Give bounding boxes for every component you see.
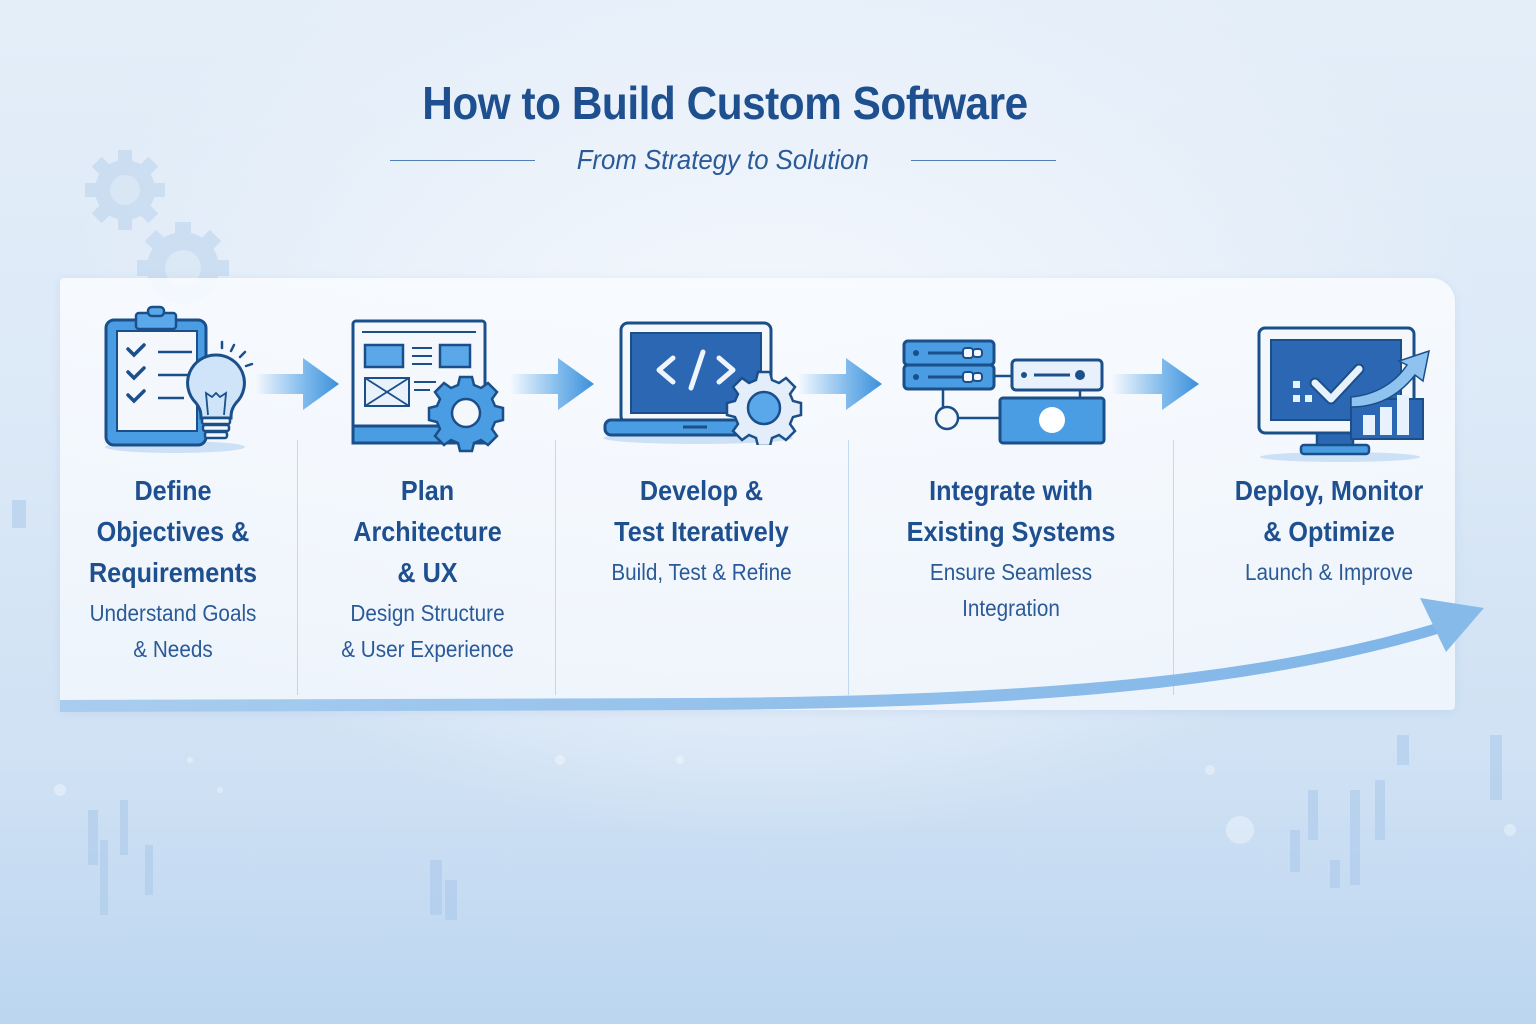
step-title: Develop & Test Iteratively (614, 475, 789, 547)
clipboard-lightbulb-icon (104, 305, 254, 453)
step-arrow-2 (510, 358, 594, 410)
step-title: Deploy, Monitor & Optimize (1234, 475, 1424, 547)
step-title: Integrate with Existing Systems (906, 475, 1116, 547)
step-4: Integrate with Existing Systems Ensure S… (850, 470, 1172, 626)
laptop-code-gear-icon (603, 321, 803, 445)
step-description: Build, Test & Refine (611, 559, 792, 585)
gear-icon (725, 370, 803, 445)
step-arrow-1 (255, 358, 339, 410)
step-1: Define Objectives & Requirements Underst… (62, 470, 284, 667)
subtitle-divider-left (390, 159, 535, 161)
wireframe-gear-icon (351, 319, 505, 453)
column-divider (297, 440, 298, 695)
step-title: Plan Architecture & UX (353, 475, 502, 588)
step-description: Design Structure & User Experience (341, 600, 514, 662)
step-description: Understand Goals & Needs (89, 600, 257, 662)
step-title: Define Objectives & Requirements (88, 475, 258, 588)
servers-network-icon (902, 339, 1106, 445)
subtitle-row: From Strategy to Solution (390, 140, 1056, 180)
step-2: Plan Architecture & UX Design Structure … (300, 470, 555, 667)
column-divider (848, 440, 849, 695)
page-title: How to Build Custom Software (422, 77, 1028, 129)
background-dot-grid (54, 755, 1516, 844)
monitor-check-growth-icon (1257, 326, 1430, 462)
step-arrow-4 (1112, 358, 1199, 410)
step-description: Ensure Seamless Integration (929, 559, 1093, 621)
gear-icon (427, 375, 505, 453)
column-divider (1173, 440, 1174, 695)
step-3: Develop & Test Iteratively Build, Test &… (558, 470, 845, 590)
step-description: Launch & Improve (1244, 559, 1413, 585)
step-arrow-3 (798, 358, 882, 410)
subtitle-divider-right (910, 159, 1056, 161)
column-divider (555, 440, 556, 695)
page-subtitle: From Strategy to Solution (576, 144, 870, 175)
step-5: Deploy, Monitor & Optimize Launch & Impr… (1176, 470, 1482, 590)
